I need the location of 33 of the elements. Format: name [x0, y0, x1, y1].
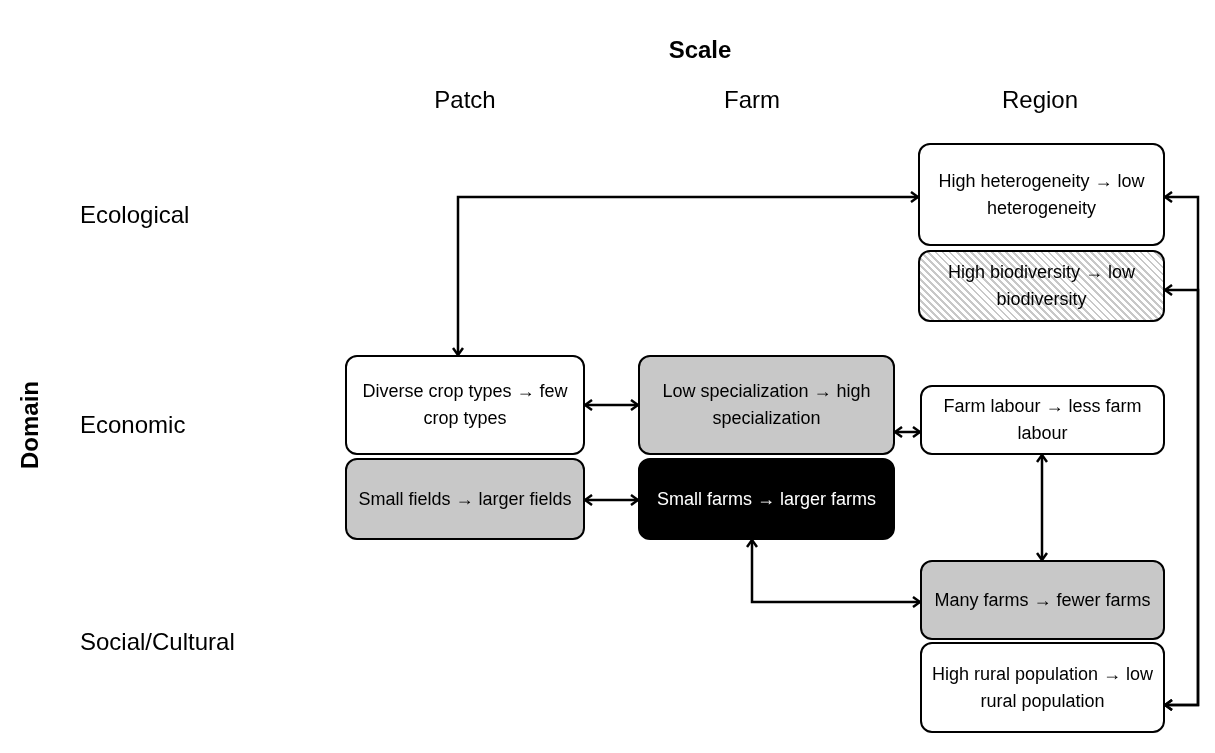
arrow: [1163, 283, 1200, 712]
process-box: [918, 250, 1165, 322]
process-box: [638, 355, 895, 455]
box-text: High biodiversity → low biodiversity: [946, 261, 1137, 311]
box-text: High heterogeneity → low heterogeneity: [937, 169, 1146, 220]
box-text: Small farms → larger farms: [655, 487, 877, 511]
process-box: [918, 143, 1165, 246]
box-text: Farm labour → less farm labour: [942, 395, 1143, 445]
process-box: [920, 642, 1165, 733]
row-header: Ecological: [80, 201, 190, 229]
box-text: Small fields → larger fields: [357, 487, 573, 511]
process-box: [345, 355, 585, 455]
process-box: [920, 385, 1165, 455]
box-text: High rural population → low rural population: [930, 662, 1155, 713]
arrow: [583, 493, 640, 507]
arrow: [451, 190, 920, 357]
arrow: [745, 538, 922, 609]
process-box: [345, 458, 585, 540]
axis-title: Scale: [668, 36, 732, 64]
arrow: [1035, 453, 1049, 562]
process-box: [920, 560, 1165, 640]
box-text: Many farms → fewer farms: [933, 588, 1152, 612]
process-box: [638, 458, 895, 540]
row-header: Social/Cultural: [80, 628, 235, 656]
column-header: Region: [1001, 86, 1079, 114]
axis-title: Domain: [16, 381, 44, 469]
column-header: Farm: [724, 86, 780, 114]
arrow: [583, 398, 640, 412]
box-text: Low specialization → high specialization: [661, 380, 872, 430]
row-header: Economic: [80, 411, 186, 439]
arrow: [893, 425, 922, 439]
box-text: Diverse crop types → few crop types: [361, 380, 569, 430]
column-header: Patch: [434, 86, 496, 114]
